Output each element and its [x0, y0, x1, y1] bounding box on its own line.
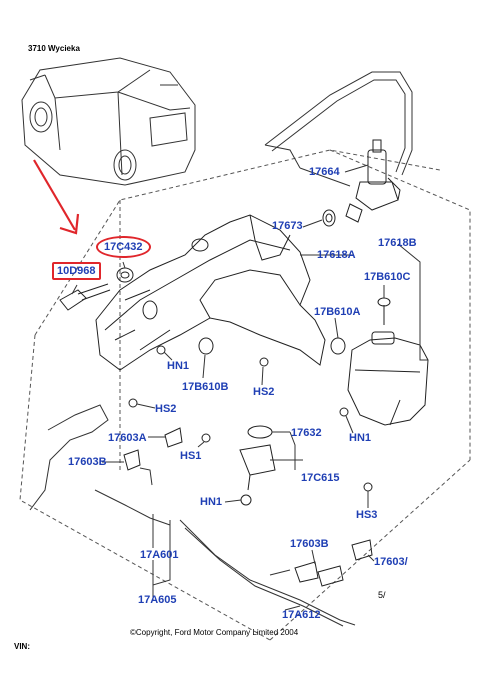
callout-17632: 17632 — [291, 427, 322, 439]
reservoir-bottle — [347, 331, 429, 426]
callout-17673: 17673 — [272, 220, 303, 232]
callout-hn1-right: HN1 — [349, 432, 372, 444]
copyright-text: ©Copyright, Ford Motor Company Limited 2… — [130, 628, 299, 637]
callout-17B610A: 17B610A — [314, 306, 361, 318]
callout-17603B-right: 17603B — [290, 538, 329, 550]
grommet-17673 — [322, 209, 336, 227]
upper-hose — [264, 71, 413, 187]
callout-17618A: 17618A — [317, 249, 356, 261]
callout-17A605: 17A605 — [138, 594, 177, 606]
callout-17603B-left: 17603B — [68, 456, 107, 468]
callout-hs2-right: HS2 — [253, 386, 275, 398]
callout-17A601: 17A601 — [140, 549, 179, 561]
page-mark: 5/ — [378, 590, 386, 600]
leader-lines — [71, 164, 428, 611]
callout-17B610B: 17B610B — [182, 381, 229, 393]
callout-hn1-upper: HN1 — [167, 360, 190, 372]
partial-heading: 3710 Wycieka — [28, 44, 80, 53]
callout-hs1: HS1 — [180, 450, 202, 462]
pump-17632 — [239, 425, 276, 491]
vin-label: VIN: — [14, 642, 30, 651]
callout-17603-cut: 17603/ — [374, 556, 408, 568]
callout-17618B: 17618B — [378, 237, 417, 249]
callout-17664: 17664 — [309, 166, 340, 178]
callout-10D968: 10D968 — [52, 262, 101, 280]
callout-17C615: 17C615 — [301, 472, 340, 484]
washer-nozzles — [123, 427, 373, 587]
callout-hs3: HS3 — [356, 509, 378, 521]
washer-pump — [345, 139, 401, 223]
callout-hn1-lower: HN1 — [200, 496, 223, 508]
callout-17B610C: 17B610C — [364, 271, 411, 283]
dashed-frame — [19, 149, 471, 641]
callout-17603A: 17603A — [108, 432, 147, 444]
lower-hoses — [29, 404, 356, 627]
callout-hs2-left: HS2 — [155, 403, 177, 415]
car-illustration — [21, 57, 196, 186]
reservoir-main — [95, 214, 326, 371]
highlight-arrow — [33, 159, 80, 235]
callout-17A612: 17A612 — [282, 609, 321, 621]
callout-17C432: 17C432 — [96, 236, 151, 258]
